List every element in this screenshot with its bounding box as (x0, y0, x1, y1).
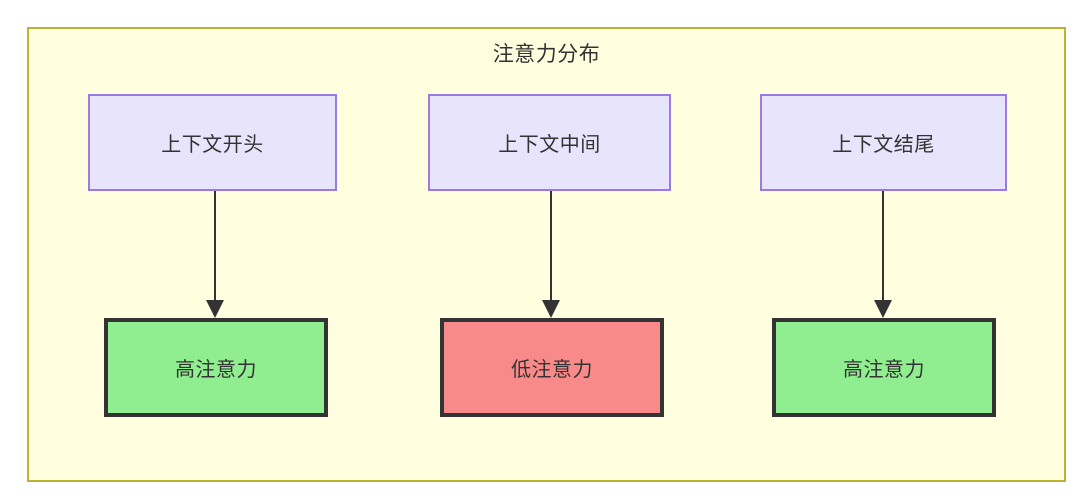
node-high-attention-end-label: 高注意力 (843, 359, 925, 381)
node-context-end-label: 上下文结尾 (832, 134, 935, 156)
node-context-end[interactable]: 上下文结尾 (760, 94, 1007, 191)
node-high-attention-beginning[interactable]: 高注意力 (104, 318, 328, 417)
node-context-middle-label: 上下文中间 (498, 134, 601, 156)
node-high-attention-beginning-label: 高注意力 (175, 359, 257, 381)
node-high-attention-end[interactable]: 高注意力 (772, 318, 996, 417)
node-context-beginning-label: 上下文开头 (161, 134, 264, 156)
diagram-title: 注意力分布 (492, 43, 601, 66)
node-low-attention-middle-label: 低注意力 (511, 359, 593, 381)
node-low-attention-middle[interactable]: 低注意力 (440, 318, 664, 417)
node-context-middle[interactable]: 上下文中间 (428, 94, 671, 191)
node-context-beginning[interactable]: 上下文开头 (88, 94, 337, 191)
